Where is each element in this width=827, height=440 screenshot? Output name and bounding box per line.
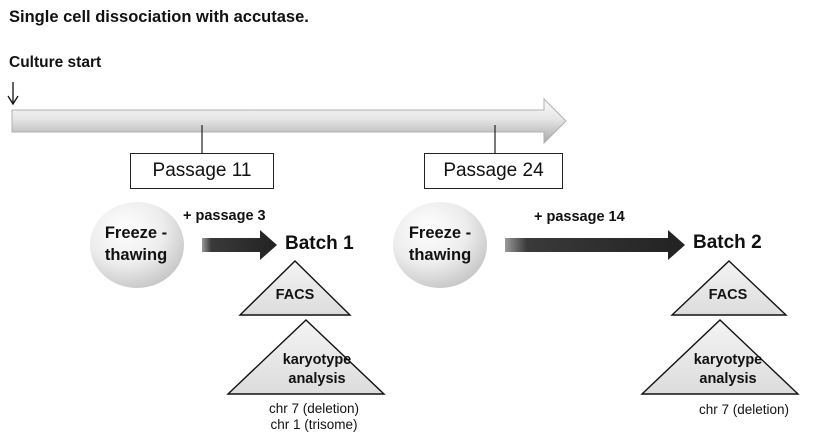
karyotype-line-1: karyotype [693, 352, 763, 368]
result-line: chr 1 (trisome) [270, 417, 358, 432]
freeze-thawing-line-2: thawing [104, 246, 168, 264]
karyotype-triangle-2 [640, 319, 800, 395]
passage-11-box: Passage 11 [130, 153, 274, 189]
result-line: chr 7 (deletion) [698, 402, 790, 417]
facs-label-1: FACS [275, 287, 315, 303]
culture-start-label: Culture start [9, 54, 102, 71]
karyotype-label-1: karyotype analysis [262, 351, 372, 389]
freeze-thawing-line-1: Freeze - [408, 224, 472, 242]
karyotype-line-2: analysis [288, 371, 346, 387]
arrow-to-batch-2 [505, 230, 685, 260]
freeze-thawing-circle-1 [90, 202, 184, 288]
facs-label-2: FACS [708, 287, 748, 303]
result-line: chr 7 (deletion) [268, 401, 360, 416]
freeze-thawing-label-2: Freeze - thawing [390, 222, 490, 266]
freeze-thawing-line-2: thawing [408, 246, 472, 264]
arrow-to-batch-1 [202, 230, 277, 260]
plus-passage-3-label: + passage 3 [183, 208, 266, 224]
passage-24-box: Passage 24 [424, 153, 563, 189]
batch-1-label: Batch 1 [285, 233, 354, 254]
diagram-title: Single cell dissociation with accutase. [9, 8, 309, 26]
freeze-thawing-label-1: Freeze - thawing [86, 222, 186, 266]
plus-passage-14-label: + passage 14 [534, 209, 625, 225]
timeline-arrow [11, 97, 567, 145]
batch-1-results: chr 7 (deletion) chr 1 (trisome) [244, 401, 384, 433]
batch-2-results: chr 7 (deletion) [674, 402, 814, 418]
karyotype-label-2: karyotype analysis [673, 351, 783, 389]
karyotype-triangle-1 [226, 319, 386, 395]
karyotype-line-2: analysis [699, 371, 757, 387]
freeze-thawing-circle-2 [393, 202, 487, 288]
facs-triangle-1 [238, 260, 352, 316]
karyotype-line-1: karyotype [282, 352, 352, 368]
culture-start-arrow [7, 82, 19, 106]
batch-2-label: Batch 2 [693, 232, 762, 253]
freeze-thawing-line-1: Freeze - [104, 224, 168, 242]
facs-triangle-2 [670, 260, 788, 316]
